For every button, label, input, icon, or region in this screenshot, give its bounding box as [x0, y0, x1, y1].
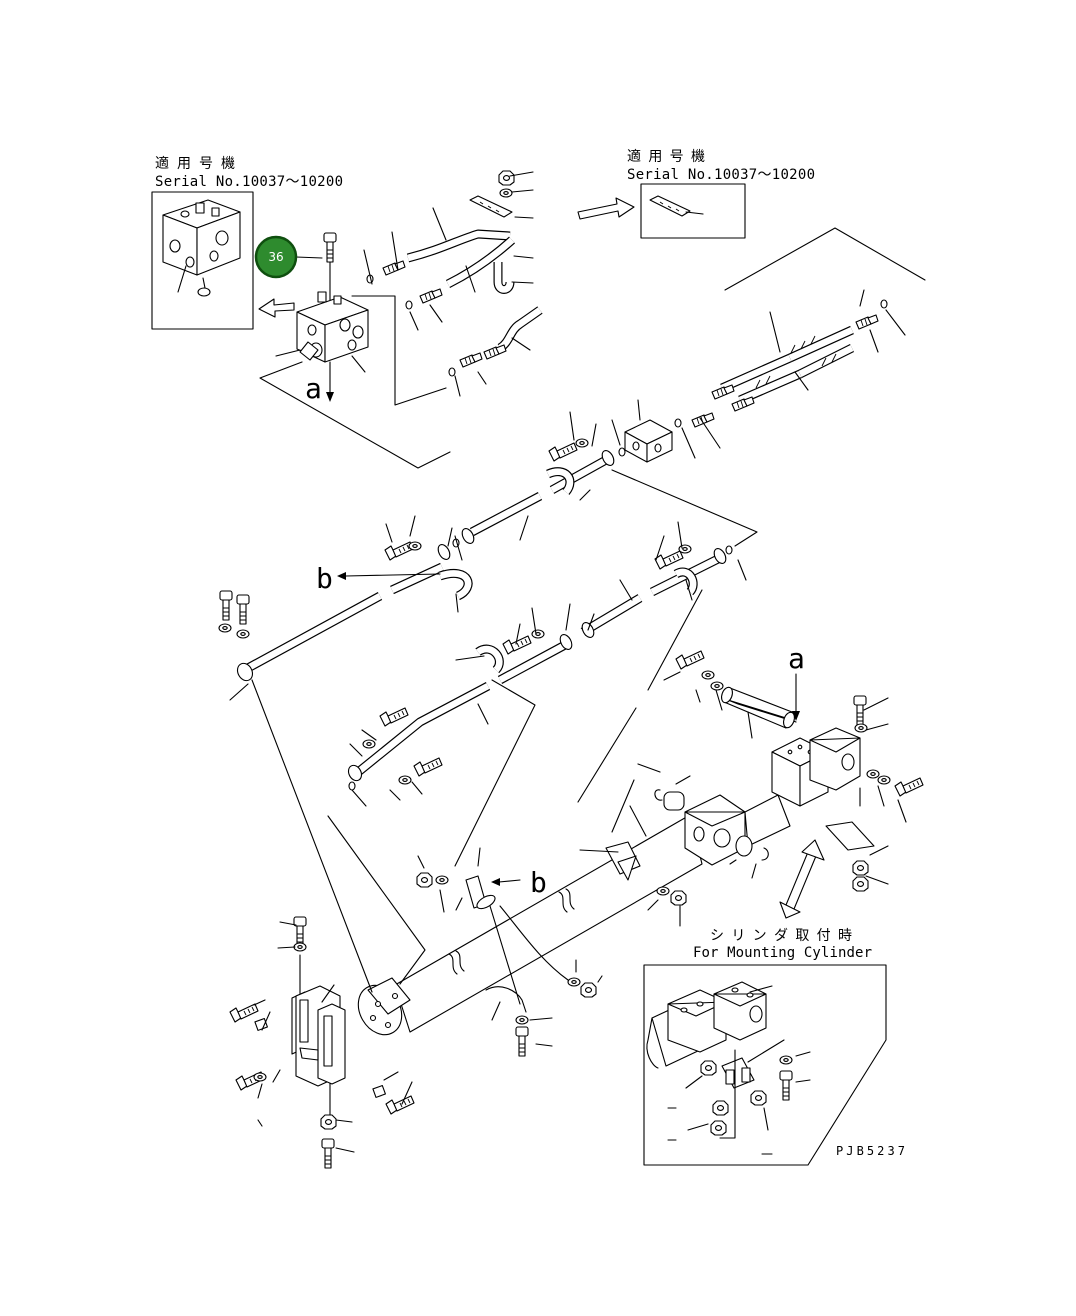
fitting	[459, 352, 483, 368]
double-arrow	[779, 839, 825, 919]
drawing-code: PJB5237	[836, 1144, 905, 1158]
bolt	[219, 590, 233, 621]
bolt	[548, 442, 578, 462]
arrow-to-inset-right	[577, 197, 635, 220]
callout-36-circle[interactable]	[254, 235, 298, 279]
applicable-label-left: 適 用 号 機	[155, 155, 235, 172]
nut	[498, 170, 515, 186]
cylinder-trunnion	[684, 794, 746, 866]
view-marker-a-valve: a	[305, 372, 322, 405]
inset-frame-bottom	[643, 964, 887, 1166]
washer	[236, 629, 250, 639]
washer	[866, 769, 880, 779]
washer	[499, 188, 513, 198]
view-marker-a-cylinder: a	[788, 642, 805, 675]
washer	[293, 942, 307, 952]
cylinder-clevis	[809, 727, 861, 791]
cylinder-bracket	[825, 821, 875, 851]
leader-lines	[229, 411, 907, 1047]
nut	[416, 872, 433, 888]
washer	[656, 886, 670, 896]
hydraulic-hoses-right	[611, 227, 926, 463]
washer	[567, 977, 581, 987]
fitting	[711, 384, 735, 400]
washer	[362, 739, 376, 749]
bolt	[385, 1095, 415, 1115]
washer	[398, 775, 412, 785]
cylinder-pin	[721, 686, 797, 729]
washer	[218, 623, 232, 633]
washer	[435, 875, 449, 885]
washer	[710, 681, 724, 691]
mounting-plate	[229, 916, 415, 1169]
cylinder-mount-label-jp: シ リ ン ダ 取 付 時	[710, 928, 852, 944]
bolt	[779, 1070, 793, 1101]
bolt	[675, 650, 705, 670]
nut	[852, 876, 869, 892]
inset-valve-block	[162, 199, 241, 297]
callout-leader	[295, 256, 323, 259]
fitting	[483, 344, 507, 360]
applicable-label-right: 適 用 号 機	[627, 148, 705, 165]
washer	[678, 544, 692, 554]
bolt	[229, 1003, 259, 1023]
view-marker-b-clamp: b	[530, 866, 547, 899]
washer	[877, 775, 891, 785]
view-marker-b-pipe: b	[316, 562, 333, 595]
bolt	[293, 916, 307, 947]
bolt	[321, 1138, 335, 1169]
junction-block	[624, 399, 673, 463]
bolt	[413, 757, 443, 777]
fitting	[382, 260, 406, 276]
bushing	[735, 835, 753, 857]
inset-frame-right	[640, 183, 746, 239]
washer	[779, 1055, 793, 1065]
fitting	[691, 412, 715, 428]
nut	[852, 860, 869, 876]
washer	[515, 1015, 529, 1025]
nut	[580, 982, 597, 998]
inset-mounting-cylinder: シ リ ン ダ 取 付 時 For Mounting Cylinder	[643, 928, 887, 1166]
inset-bracket	[649, 195, 691, 217]
fitting	[855, 314, 879, 330]
bolt	[236, 594, 250, 625]
nut	[700, 1060, 717, 1076]
serial-label-left: Serial No.10037〜10200	[155, 174, 343, 190]
washer	[701, 670, 715, 680]
washer	[531, 629, 545, 639]
control-valve	[259, 232, 451, 469]
bolt	[654, 550, 684, 570]
hose-bracket	[469, 195, 513, 218]
callout-36[interactable]: 36	[254, 235, 298, 279]
bolt	[379, 707, 409, 727]
bolt	[515, 1026, 529, 1057]
callout-36-label[interactable]: 36	[268, 250, 283, 264]
top-hoses	[363, 170, 543, 397]
nut	[710, 1120, 727, 1136]
cylinder	[357, 686, 924, 1057]
washer	[854, 723, 868, 733]
washer	[408, 541, 422, 551]
fitting	[731, 396, 755, 412]
arrow-to-inset-left	[258, 298, 295, 318]
arrow-b-clamp	[498, 879, 521, 883]
inset-serial-left: 適 用 号 機 Serial No.10037〜10200	[151, 155, 343, 330]
inset-serial-right: 適 用 号 機 Serial No.10037〜10200	[627, 148, 815, 239]
nut	[712, 1100, 729, 1116]
bolt	[894, 777, 924, 797]
nut	[320, 1114, 337, 1130]
bushing	[663, 791, 685, 811]
valve-bolt	[323, 232, 337, 263]
serial-label-right: Serial No.10037〜10200	[627, 167, 815, 183]
nut	[670, 890, 687, 906]
inset-frame-left	[151, 191, 254, 330]
washer	[253, 1072, 267, 1082]
cylinder-mount-label-en: For Mounting Cylinder	[693, 945, 872, 961]
nut	[750, 1090, 767, 1106]
fitting	[419, 288, 443, 304]
arrow-b-pipe	[345, 573, 441, 577]
washer	[575, 438, 589, 448]
hydraulic-pipes	[218, 438, 733, 791]
